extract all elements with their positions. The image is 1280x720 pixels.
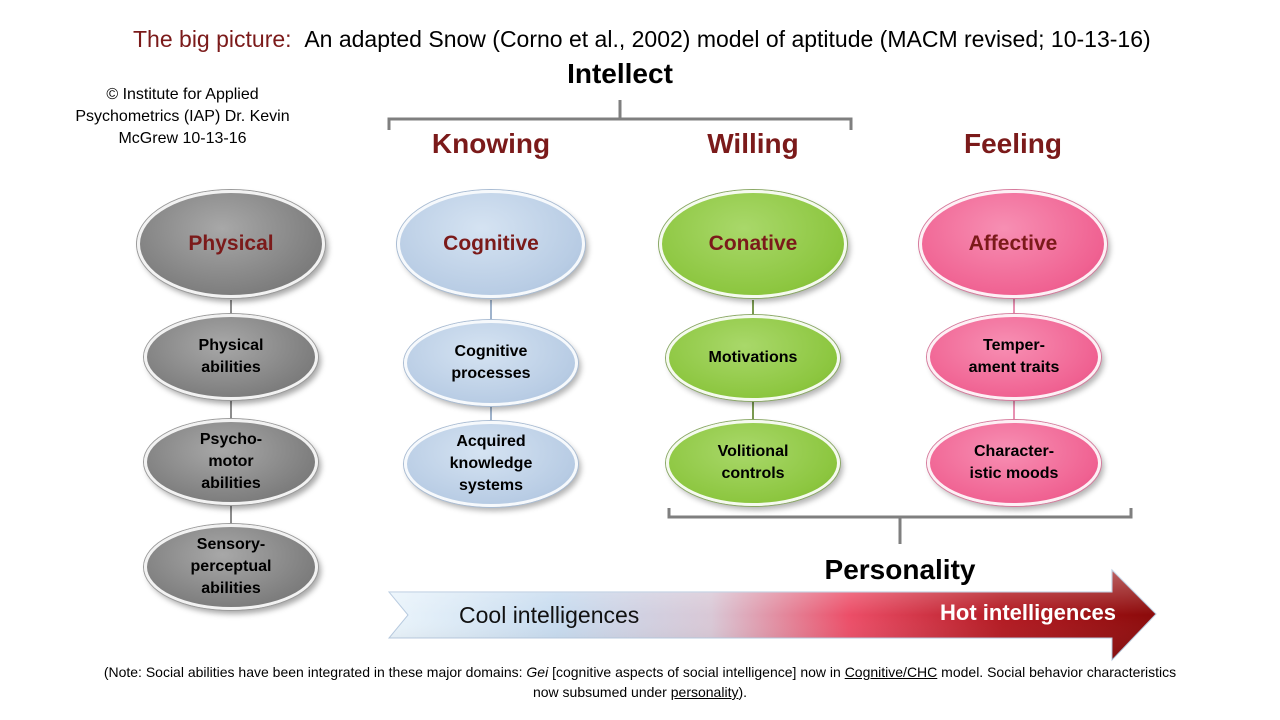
hot-intelligences-label: Hot intelligences <box>940 600 1117 625</box>
note-part-1: (Note: Social abilities have been integr… <box>103 664 527 680</box>
acquired-knowledge-oval: Acquired knowledge systems <box>404 421 578 507</box>
page-title: The big picture: An adapted Snow (Corno … <box>0 26 1280 53</box>
willing-heading: Willing <box>707 128 799 159</box>
sensory-perceptual-oval: Sensory-perceptual abilities <box>144 524 318 610</box>
note-part-3: model. Social behavior characteristics n… <box>532 664 1177 700</box>
physical-abilities-oval: Physical abilities <box>144 314 318 400</box>
title-rest: An adapted Snow (Corno et al., 2002) mod… <box>304 26 1151 52</box>
affective-oval: Affective <box>919 190 1107 298</box>
volitional-controls-oval: Volitional controls <box>666 420 840 506</box>
intellect-heading: Intellect <box>567 58 673 89</box>
feeling-heading: Feeling <box>963 128 1062 159</box>
title-lead: The big picture: <box>133 26 292 52</box>
note-part-2: [cognitive aspects of social intelligenc… <box>548 664 845 680</box>
cognitive-processes-oval: Cognitive processes <box>404 320 578 406</box>
personality-heading: Personality <box>824 554 976 585</box>
cool-intelligences-label: Cool intelligences <box>459 602 640 628</box>
note-link-personality[interactable]: personality <box>670 684 739 700</box>
characteristic-moods-oval: Character-istic moods <box>927 420 1101 506</box>
note-part-4: ). <box>738 684 748 700</box>
note-link-cognitive-chc[interactable]: Cognitive/CHC <box>844 664 938 680</box>
temperament-traits-oval: Temper-ament traits <box>927 314 1101 400</box>
copyright-note: © Institute for Applied Psychometrics (I… <box>75 86 290 147</box>
footnote: (Note: Social abilities have been integr… <box>100 662 1180 702</box>
conative-oval: Conative <box>659 190 847 298</box>
physical-oval: Physical <box>137 190 325 298</box>
note-gei: Gei <box>526 664 549 680</box>
psychomotor-abilities-oval: Psycho-motor abilities <box>144 419 318 505</box>
knowing-heading: Knowing <box>431 128 551 159</box>
cognitive-oval: Cognitive <box>397 190 585 298</box>
personality-bracket <box>667 508 1133 544</box>
intellect-bracket <box>387 100 853 130</box>
motivations-oval: Motivations <box>666 315 840 401</box>
